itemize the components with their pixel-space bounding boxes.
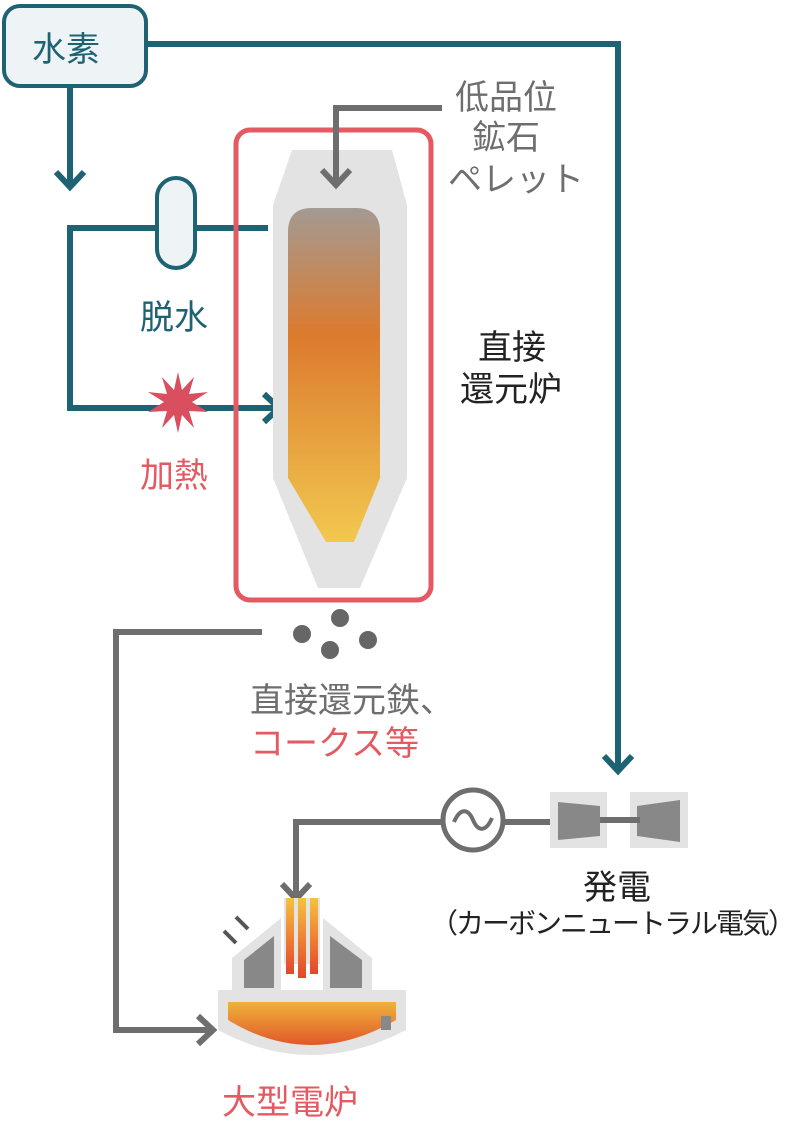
dr-furnace-label-line1: 直接: [478, 328, 546, 368]
turbine-shaft: [600, 817, 640, 823]
molten-steel: [228, 1002, 396, 1045]
ore-label-line1: 低品位: [455, 78, 557, 118]
steam-mark: [234, 915, 250, 931]
arrow-hydrogen-down: [53, 169, 87, 192]
eaf-label: 大型電炉: [222, 1083, 358, 1123]
steam-mark: [222, 929, 238, 945]
heating-icon: [148, 372, 208, 433]
turbine-right: [637, 800, 680, 842]
product-pellet: [331, 609, 349, 627]
dehydration-label: 脱水: [140, 298, 208, 338]
product-pellet: [293, 625, 311, 643]
eaf-roof-right-inner: [330, 936, 362, 988]
turbine-left: [558, 802, 600, 840]
hydrogen-line-to-power: [146, 41, 621, 770]
dr-furnace-label-line2: 還元炉: [460, 370, 562, 410]
product-line-to-eaf: [113, 629, 262, 1033]
product-label-line2: コークス等: [250, 724, 419, 764]
product-pellet: [321, 641, 339, 659]
arrow-into-eaf: [195, 1013, 218, 1047]
power-line-to-eaf: [293, 819, 553, 898]
ore-label-line2: 鉱石: [472, 118, 540, 158]
dr-furnace-interior: [288, 208, 380, 542]
electrode: [286, 898, 294, 974]
ore-label-line3: ペレット: [448, 160, 584, 200]
hydrogen-label: 水素: [32, 30, 100, 70]
ore-feed-line: [333, 105, 442, 184]
product-pellet: [359, 631, 377, 649]
product-label-line1: 直接還元鉄、: [250, 681, 454, 721]
carbon-neutral-label: （カーボンニュートラル電気）: [430, 907, 796, 940]
arrow-ore-feed: [319, 167, 353, 190]
power-label: 発電: [583, 868, 651, 908]
tap-spout: [381, 1016, 391, 1030]
electrode: [310, 898, 318, 974]
dehydration-vessel: [155, 176, 197, 270]
electrode: [298, 898, 306, 978]
eaf-roof-left-inner: [244, 936, 274, 988]
ac-wave: [452, 809, 494, 831]
heating-label: 加熱: [140, 456, 208, 496]
arrow-to-turbine: [601, 753, 635, 776]
